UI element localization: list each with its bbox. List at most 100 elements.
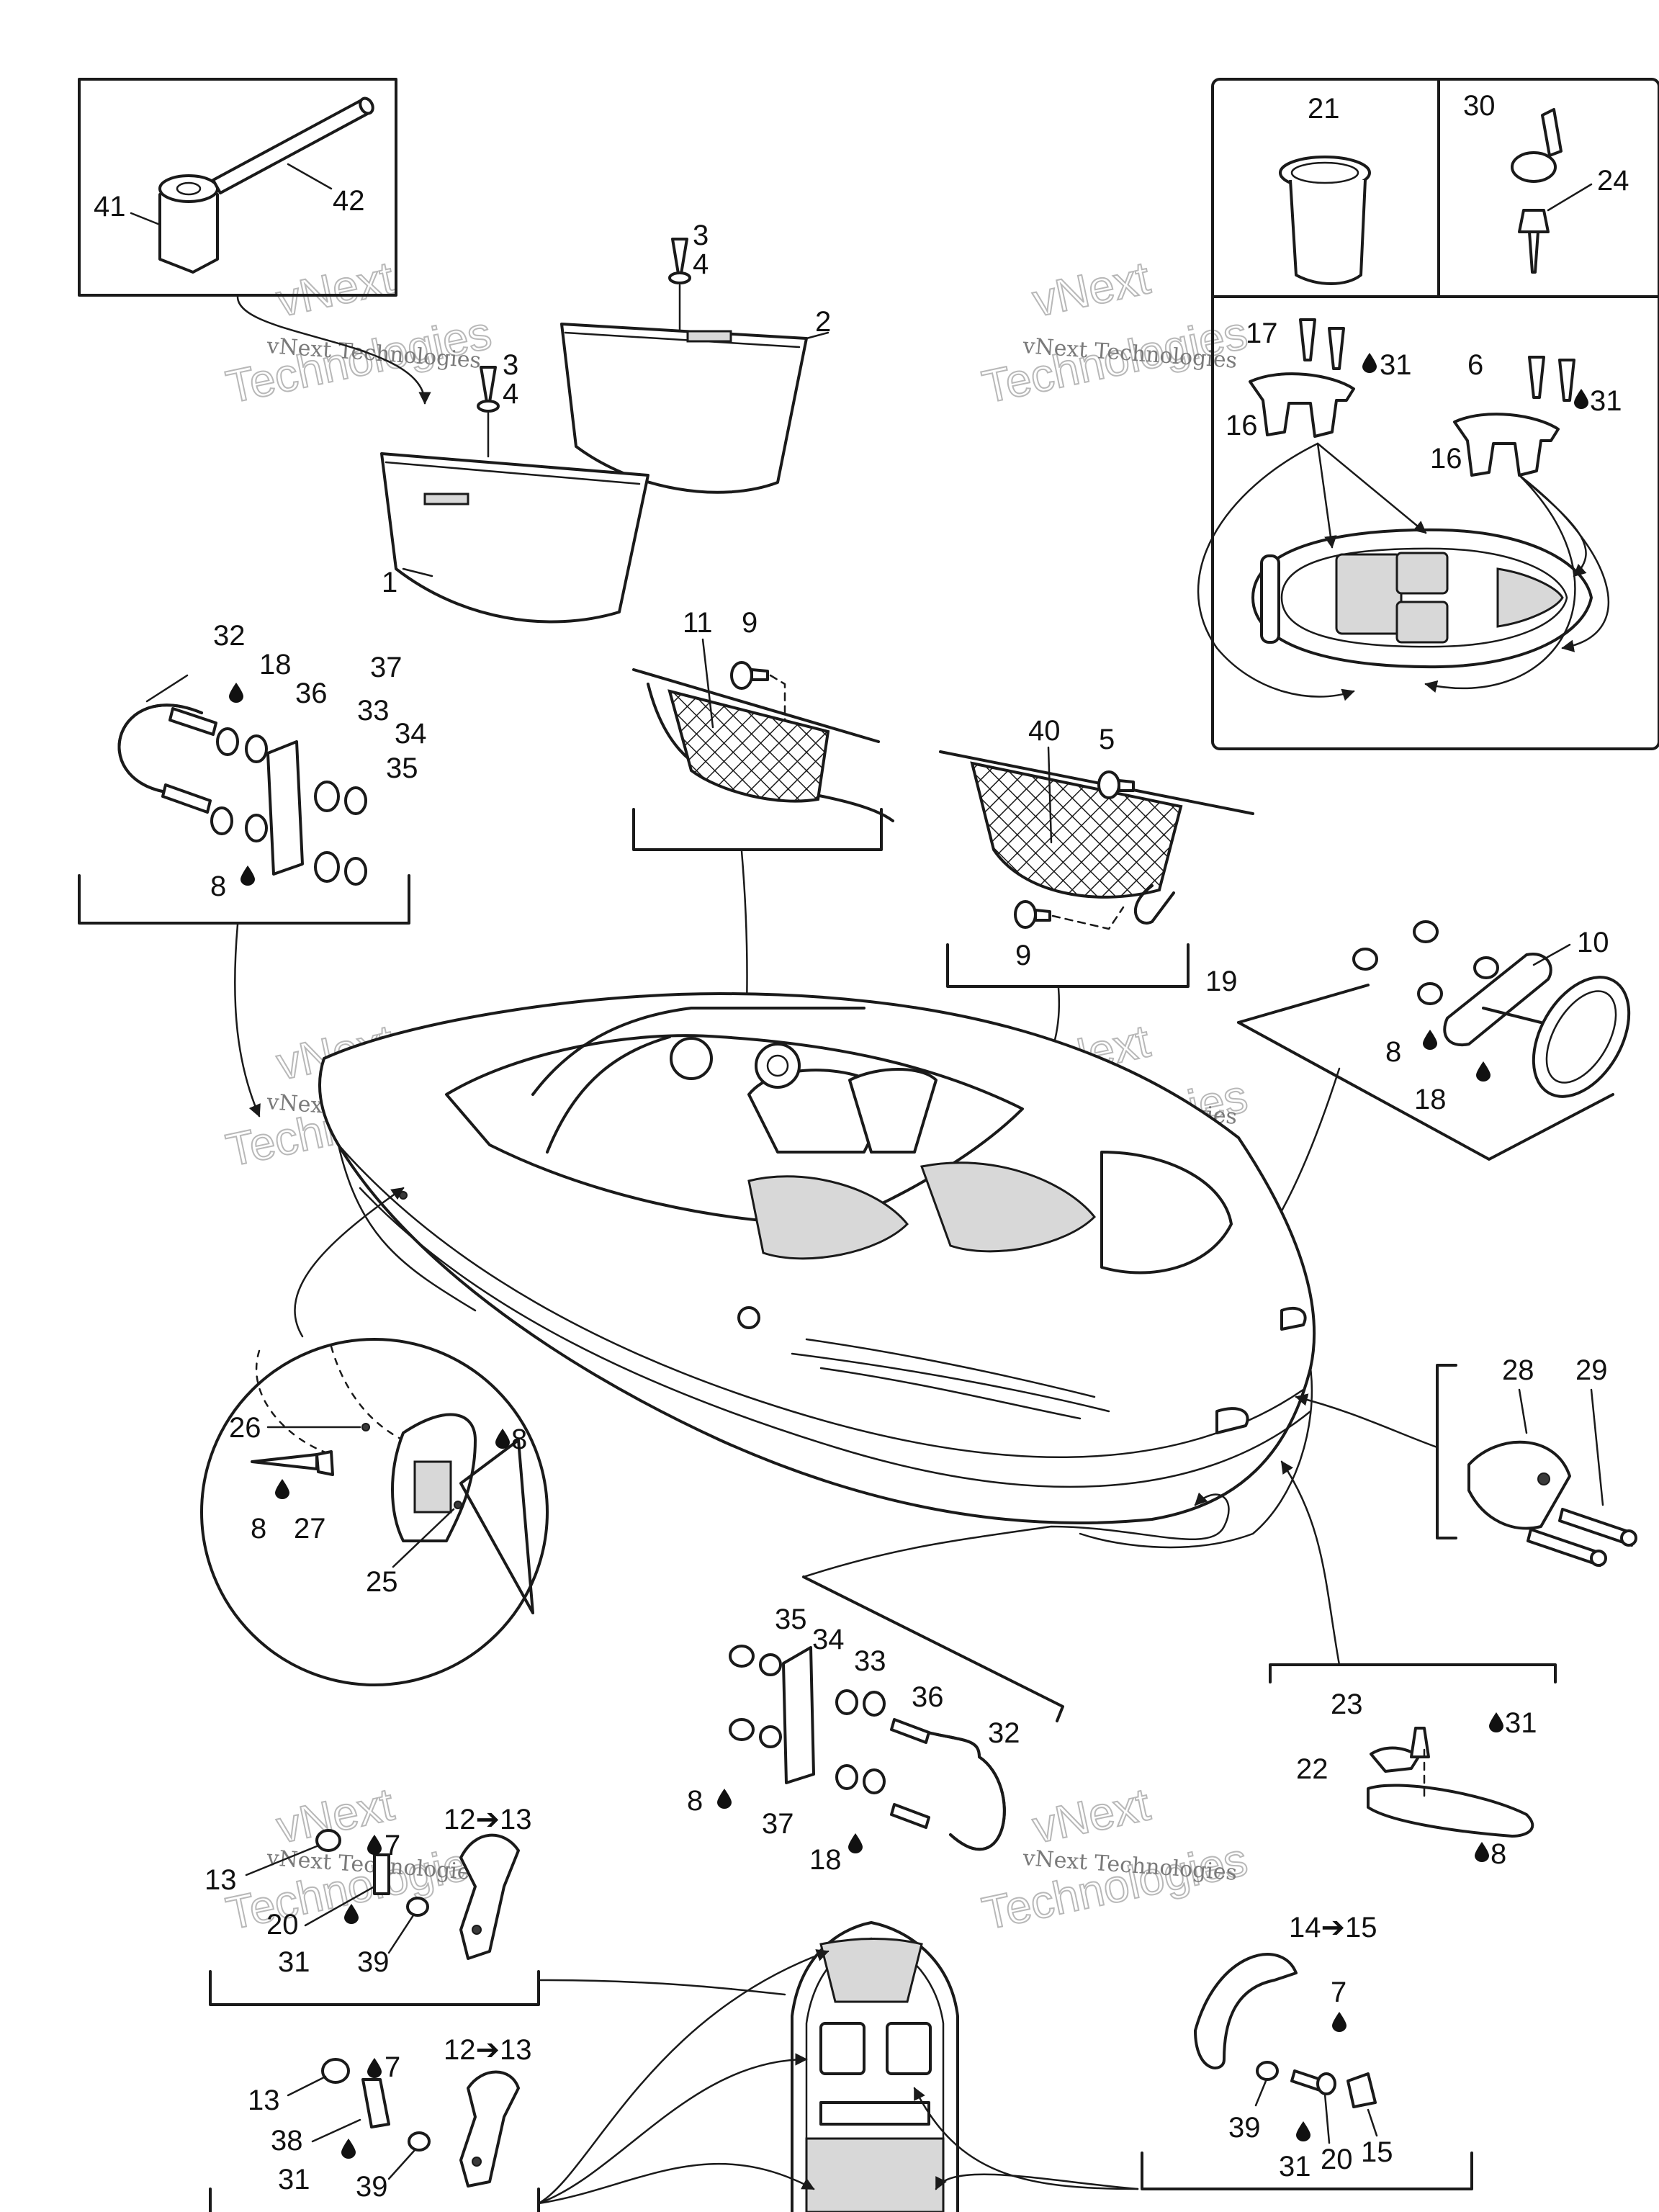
callout-8-rail-right: 8 xyxy=(511,1424,527,1455)
callout-33-center: 33 xyxy=(854,1645,886,1677)
callout-41: 41 xyxy=(94,191,126,222)
callout-18-center: 18 xyxy=(809,1844,842,1876)
callout-17: 17 xyxy=(1246,318,1278,349)
callout-7-lower-left: 7 xyxy=(385,2051,400,2083)
callout-7-right: 7 xyxy=(1331,1977,1346,2008)
callout-8-bumper: 8 xyxy=(1491,1838,1506,1870)
callout-8-handle: 8 xyxy=(1385,1036,1401,1068)
callout-12-13-lower: 12➔13 xyxy=(444,2034,532,2066)
callout-7-upper-left: 7 xyxy=(385,1830,400,1861)
callout-39-lower: 39 xyxy=(356,2171,388,2203)
tow-eye-assembly-left xyxy=(78,703,410,925)
watermark-bottom-left: vNext Technologies vNext Technologies xyxy=(221,1777,496,1940)
callout-24: 24 xyxy=(1597,165,1629,197)
callout-31-upper-left: 31 xyxy=(278,1946,310,1978)
cleat-screws-right xyxy=(1528,356,1575,402)
bin-screw-front xyxy=(477,366,500,413)
callout-28: 28 xyxy=(1502,1354,1534,1386)
callout-3-front: 3 xyxy=(503,349,518,381)
callout-31-lower-left: 31 xyxy=(278,2164,310,2195)
socket-wrench-part xyxy=(158,174,219,274)
callout-5: 5 xyxy=(1099,724,1115,755)
callout-3-rear: 3 xyxy=(693,220,709,251)
stern-cap-detail xyxy=(1436,1364,1637,1567)
callout-8-rail-left: 8 xyxy=(251,1513,266,1545)
callout-4-front: 4 xyxy=(503,378,518,410)
svg-text:Technologies: Technologies xyxy=(978,1833,1251,1940)
callout-10: 10 xyxy=(1577,927,1609,958)
callout-19: 19 xyxy=(1205,966,1238,997)
callout-25: 25 xyxy=(366,1566,398,1598)
callout-38: 38 xyxy=(271,2125,303,2157)
cup-holder-part xyxy=(1279,156,1371,285)
adhesive-drop-icon xyxy=(1332,2012,1346,2032)
adhesive-drop-icon xyxy=(1296,2121,1310,2141)
callout-36-left: 36 xyxy=(295,678,328,709)
callout-11: 11 xyxy=(683,607,713,639)
watermark-top-left: vNext Technologies vNext Technologies xyxy=(221,251,496,413)
callout-18-handle: 18 xyxy=(1414,1084,1447,1115)
callout-22: 22 xyxy=(1296,1753,1328,1785)
adhesive-drop-icon xyxy=(1362,353,1377,373)
cable-tie-part xyxy=(1511,108,1563,183)
callout-33-left: 33 xyxy=(357,695,390,727)
net-storage-front xyxy=(632,668,894,851)
net-storage-rear xyxy=(939,750,1254,988)
cleat-left-part xyxy=(1249,372,1355,438)
callout-4-rear: 4 xyxy=(693,248,709,280)
adhesive-drop-icon xyxy=(1574,389,1588,409)
boat-main-view xyxy=(318,992,1316,1549)
adhesive-drop-icon xyxy=(367,1835,382,1855)
callout-23: 23 xyxy=(1331,1689,1363,1720)
adhesive-drop-icon xyxy=(1423,1030,1437,1050)
bracket-set-lower-left xyxy=(209,2058,540,2212)
callout-30: 30 xyxy=(1463,90,1496,122)
callout-13-upper: 13 xyxy=(204,1864,237,1896)
callout-39-right: 39 xyxy=(1228,2112,1261,2144)
svg-text:vNext: vNext xyxy=(1028,1778,1154,1853)
callout-37-center: 37 xyxy=(762,1808,794,1840)
callout-8-center-tow: 8 xyxy=(687,1785,703,1817)
callout-34-center: 34 xyxy=(812,1624,845,1655)
callout-21: 21 xyxy=(1308,93,1340,125)
rub-rail-detail-circle xyxy=(200,1338,549,1686)
callout-32-center: 32 xyxy=(988,1717,1020,1749)
bracket-set-upper-left xyxy=(209,1829,540,2006)
callout-2: 2 xyxy=(815,306,831,338)
wrench-bar-part xyxy=(212,96,374,194)
grab-handle-assembly xyxy=(1237,920,1631,1161)
bin-screw-rear xyxy=(668,238,691,284)
callout-12-13-upper: 12➔13 xyxy=(444,1804,532,1835)
adhesive-drop-icon xyxy=(367,2058,382,2078)
bumper-detail xyxy=(1269,1663,1557,1838)
adhesive-drop-icon xyxy=(240,866,255,886)
callout-31-right-cleat: 31 xyxy=(1590,385,1622,417)
callout-29: 29 xyxy=(1575,1354,1608,1386)
callout-39-upper: 39 xyxy=(357,1946,390,1978)
callout-20-upper: 20 xyxy=(266,1909,299,1941)
callout-42: 42 xyxy=(333,185,365,217)
callout-40: 40 xyxy=(1028,715,1061,747)
callout-9-front: 9 xyxy=(742,607,757,639)
callout-31-left-cleat: 31 xyxy=(1380,349,1412,381)
callout-18-left: 18 xyxy=(259,649,292,680)
tow-eye-assembly-center xyxy=(729,1575,1064,1851)
callout-8-left-tow: 8 xyxy=(210,871,226,902)
callout-36-center: 36 xyxy=(912,1681,944,1713)
adhesive-drop-icon xyxy=(229,683,243,703)
watermark-bottom-right: vNext Technologies vNext Technologies xyxy=(977,1777,1252,1940)
boat-top-view-small xyxy=(1251,528,1593,669)
callout-32-left: 32 xyxy=(213,620,246,652)
adhesive-drop-icon xyxy=(848,1833,863,1853)
watermark-top-right: vNext Technologies vNext Technologies xyxy=(977,251,1252,413)
tool-kit-box: 41 42 xyxy=(78,78,431,405)
callout-35-center: 35 xyxy=(775,1604,807,1635)
callout-6: 6 xyxy=(1467,349,1483,381)
callout-31-right: 31 xyxy=(1279,2151,1311,2182)
callout-35-left: 35 xyxy=(386,752,418,784)
callout-37-left: 37 xyxy=(370,652,403,683)
svg-text:vNext: vNext xyxy=(272,251,398,326)
svg-text:Technologies: Technologies xyxy=(222,1833,495,1940)
accessory-panel xyxy=(1211,78,1659,750)
